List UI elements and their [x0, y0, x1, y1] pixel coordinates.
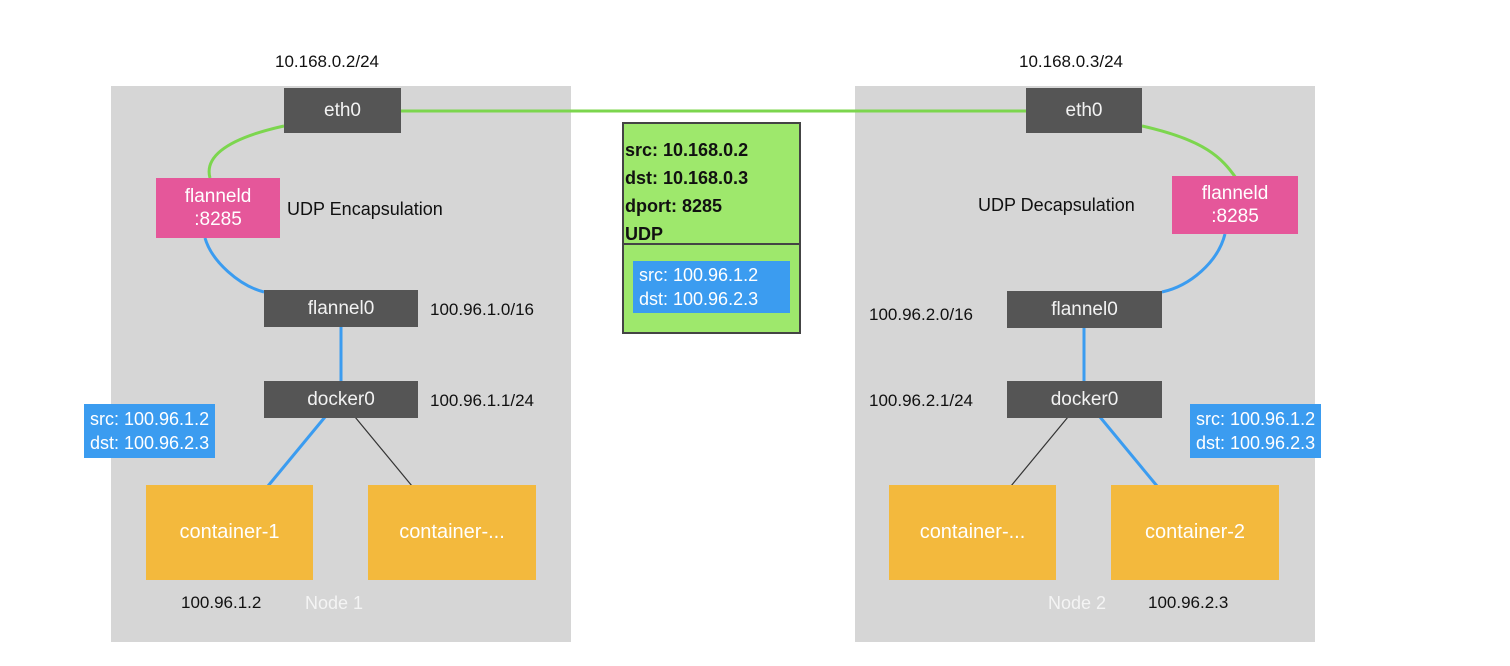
- node1-container-other-label: container-...: [399, 521, 505, 543]
- node2-container-other-label: container-...: [919, 521, 1026, 543]
- udp-packet: src: 10.168.0.2 dst: 10.168.0.3 dport: 8…: [622, 122, 801, 334]
- node1-eth0-device: eth0: [284, 88, 401, 133]
- node2-flannel0-device: flannel0: [1007, 291, 1162, 328]
- udp-packet-outer-src: src: 10.168.0.2: [625, 140, 749, 160]
- node1-flannel0-label: flannel0: [307, 297, 375, 319]
- node2-udp-decapsulation-label: UDP Decapsulation: [978, 195, 1135, 215]
- udp-packet-inner-src: src: 100.96.1.2: [639, 265, 759, 285]
- node1-container-1-label: container-1: [179, 521, 280, 543]
- node1-flannel0-device: flannel0: [264, 290, 418, 327]
- node2-flanneld-flannel0-link: [1161, 233, 1227, 294]
- node1-udp-encapsulation-label: UDP Encapsulation: [287, 199, 443, 219]
- node2-flanneld-port: :8285: [1211, 206, 1259, 227]
- node2-flannel0-cidr: 100.96.2.0/16: [869, 305, 973, 324]
- udp-packet-separator: [624, 243, 799, 245]
- node1-container-other: container-...: [368, 485, 536, 580]
- node1-packet-dst: dst: 100.96.2.3: [90, 433, 210, 453]
- node1-docker0-device: docker0: [264, 381, 418, 418]
- node1-flanneld-flannel0-link: [203, 237, 265, 294]
- node1-flanneld-name: flanneld: [184, 186, 252, 207]
- node2-flannel0-label: flannel0: [1051, 298, 1118, 320]
- node2-eth0-label: eth0: [1065, 99, 1103, 121]
- node1-packet-label: src: 100.96.1.2 dst: 100.96.2.3: [84, 404, 216, 458]
- udp-packet-inner-dst: dst: 100.96.2.3: [639, 289, 759, 309]
- node2-container-2: container-2: [1111, 485, 1279, 580]
- node1-docker0-cidr: 100.96.1.1/24: [430, 391, 534, 410]
- node1-eth0-flanneld-link: [207, 124, 285, 179]
- node1-container-1-ip: 100.96.1.2: [181, 593, 262, 612]
- node2-flanneld-name: flanneld: [1201, 183, 1269, 204]
- node2-docker0-label: docker0: [1050, 388, 1119, 410]
- node2-packet-dst: dst: 100.96.2.3: [1196, 433, 1316, 453]
- udp-packet-outer-header: src: 10.168.0.2 dst: 10.168.0.3 dport: 8…: [624, 124, 799, 248]
- udp-packet-outer-dport: dport: 8285: [625, 196, 723, 216]
- node1-docker0-label: docker0: [307, 388, 375, 410]
- node1-flanneld-port: :8285: [194, 209, 242, 230]
- node2-packet-label: src: 100.96.1.2 dst: 100.96.2.3: [1190, 404, 1322, 458]
- node2-name: Node 2: [1048, 593, 1107, 613]
- node1-eth0-label: eth0: [324, 99, 361, 121]
- node1-docker0-container1-link: [266, 416, 327, 487]
- node2-container-other: container-...: [889, 485, 1056, 580]
- udp-packet-outer-dst: dst: 10.168.0.3: [625, 168, 749, 188]
- node1-name: Node 1: [305, 593, 364, 613]
- node1-packet-src: src: 100.96.1.2: [90, 409, 210, 429]
- node2-flanneld: flanneld :8285: [1172, 176, 1298, 234]
- node2-eth0-ip: 10.168.0.3/24: [1019, 52, 1123, 71]
- node2-docker0-container2-link: [1098, 416, 1159, 487]
- udp-packet-inner: src: 100.96.1.2 dst: 100.96.2.3: [633, 261, 790, 313]
- udp-packet-outer-proto: UDP: [625, 224, 664, 244]
- node2-container-2-label: container-2: [1144, 521, 1246, 543]
- node1-docker0-container-other-link: [354, 416, 413, 487]
- node2-docker0-container-other-link: [1010, 416, 1069, 487]
- node1-eth0-ip: 10.168.0.2/24: [275, 52, 379, 71]
- node2-container-2-ip: 100.96.2.3: [1148, 593, 1229, 612]
- node1-flannel0-cidr: 100.96.1.0/16: [430, 300, 534, 319]
- node2-docker0-cidr: 100.96.2.1/24: [869, 391, 973, 410]
- node2-docker0-device: docker0: [1007, 381, 1162, 418]
- node2-eth0-device: eth0: [1026, 88, 1142, 133]
- node2-eth0-flanneld-link: [1141, 124, 1238, 179]
- node2-packet-src: src: 100.96.1.2: [1196, 409, 1316, 429]
- node1-flanneld: flanneld :8285: [156, 178, 280, 238]
- node1-container-1: container-1: [146, 485, 313, 580]
